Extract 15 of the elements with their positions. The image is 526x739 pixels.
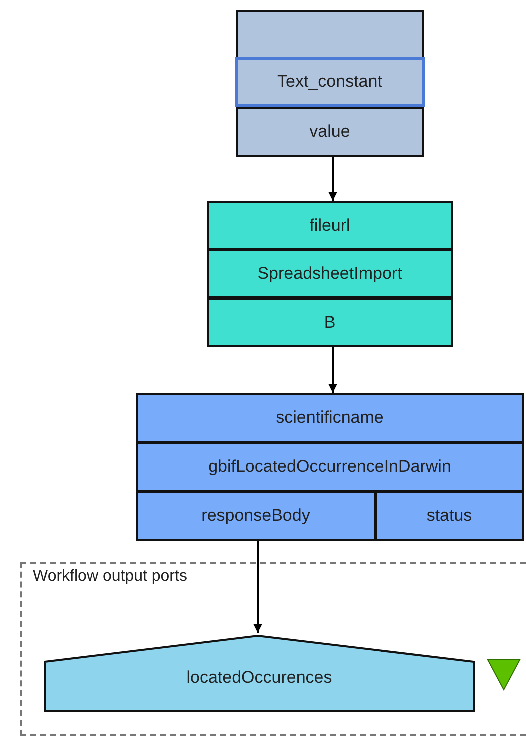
output-port-shape bbox=[44, 635, 475, 712]
processor-box bbox=[207, 201, 453, 347]
processor-box bbox=[136, 393, 524, 541]
output-port: status bbox=[375, 491, 524, 541]
processor-name: Text_constant bbox=[235, 57, 425, 107]
port-name: locatedOccurences bbox=[186, 668, 334, 688]
group-label: Workflow output ports bbox=[33, 568, 188, 586]
output-ports-group bbox=[20, 562, 526, 736]
arrow bbox=[328, 347, 338, 393]
processor-name: SpreadsheetImport bbox=[207, 249, 453, 298]
arrow bbox=[254, 541, 262, 633]
output-port: responseBody bbox=[136, 491, 376, 541]
arrow bbox=[328, 157, 338, 201]
processor-box bbox=[236, 10, 424, 157]
processor-name: gbifLocatedOccurrenceInDarwin bbox=[136, 442, 524, 492]
